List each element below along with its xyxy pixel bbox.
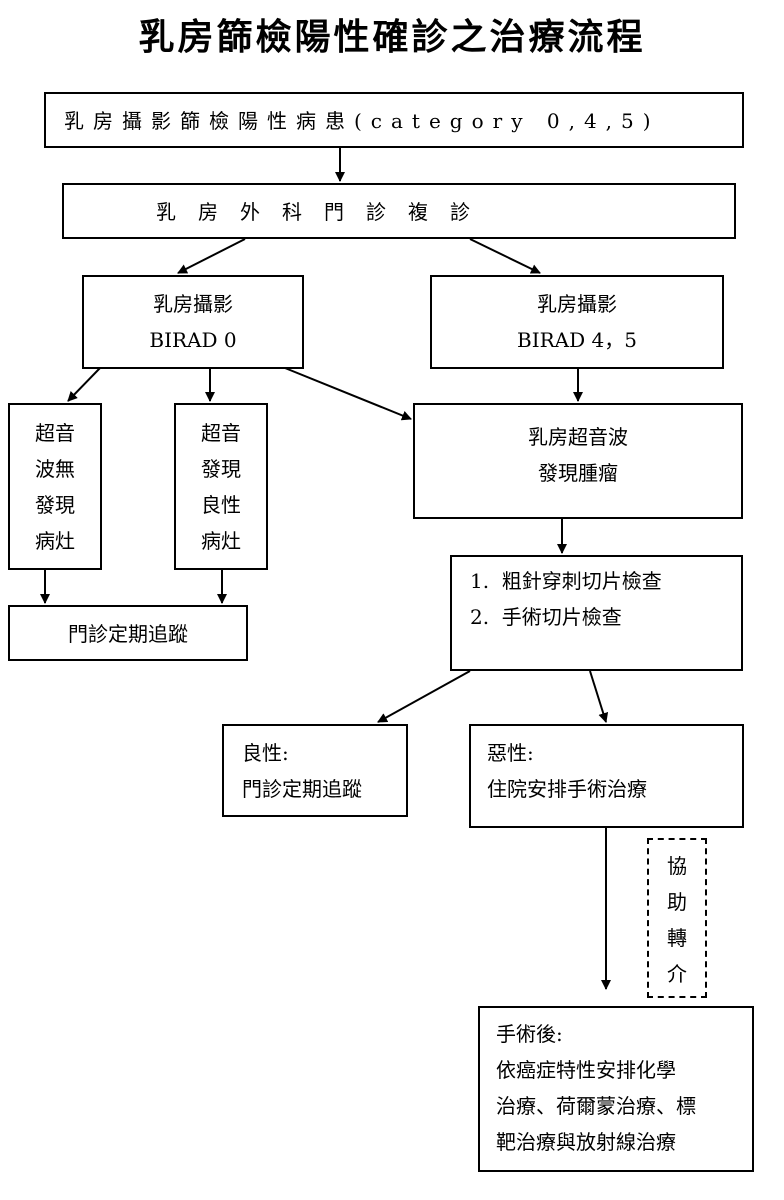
benign-result-box: 良性: 門診定期追蹤 bbox=[222, 724, 408, 817]
us-benign-line: 病灶 bbox=[201, 529, 241, 553]
arrow-biopsy-to-malignant bbox=[589, 670, 609, 723]
malignant-result-box: 惡性: 住院安排手術治療 bbox=[469, 724, 744, 828]
post-surgery-text: 依癌症特性安排化學 bbox=[496, 1058, 676, 1082]
us-tumor-line1: 乳房超音波 bbox=[528, 425, 628, 449]
arrow-biopsy-to-benign bbox=[377, 670, 471, 723]
referral-char: 轉 bbox=[667, 926, 687, 950]
referral-char: 助 bbox=[667, 890, 687, 914]
page-title: 乳房篩檢陽性確診之治療流程 bbox=[138, 17, 646, 58]
birad0-line2: BIRAD 0 bbox=[149, 328, 237, 352]
post-surgery-text: 靶治療與放射線治療 bbox=[496, 1130, 676, 1154]
arrow-birad0-to-no-lesion bbox=[67, 367, 101, 402]
biopsy-item-1: 1. 粗針穿刺切片檢查 bbox=[470, 569, 662, 593]
us-no-lesion-box: 超音 波無 發現 病灶 bbox=[8, 403, 102, 570]
us-no-lesion-line: 發現 bbox=[35, 493, 75, 517]
referral-char: 協 bbox=[667, 854, 687, 878]
us-benign-line: 超音 bbox=[201, 421, 241, 445]
positive-patient-box: 乳房攝影篩檢陽性病患(category 0,4,5) bbox=[44, 92, 744, 148]
followup-label: 門診定期追蹤 bbox=[68, 622, 188, 646]
post-surgery-heading: 手術後: bbox=[496, 1022, 563, 1046]
surgery-clinic-box: 乳房外科門診複診 bbox=[62, 183, 736, 239]
arrow-birad0-to-us-tumor bbox=[284, 367, 412, 421]
us-no-lesion-line: 波無 bbox=[35, 457, 75, 481]
us-no-lesion-line: 超音 bbox=[35, 421, 75, 445]
biopsy-box: 1. 粗針穿刺切片檢查 2. 手術切片檢查 bbox=[450, 555, 743, 671]
malignant-result-text: 住院安排手術治療 bbox=[487, 777, 647, 801]
surgery-clinic-label: 乳房外科門診複診 bbox=[156, 200, 492, 224]
us-benign-line: 發現 bbox=[201, 457, 241, 481]
birad0-box: 乳房攝影 BIRAD 0 bbox=[82, 275, 304, 369]
referral-char: 介 bbox=[667, 962, 687, 986]
birad45-box: 乳房攝影 BIRAD 4，5 bbox=[430, 275, 724, 369]
arrow-clinic-to-birad0 bbox=[177, 238, 246, 274]
benign-result-heading: 良性: bbox=[242, 741, 289, 765]
us-benign-line: 良性 bbox=[201, 493, 241, 517]
positive-patient-label: 乳房攝影篩檢陽性病患(category 0,4,5) bbox=[64, 109, 660, 133]
followup-box: 門診定期追蹤 bbox=[8, 605, 248, 661]
malignant-result-heading: 惡性: bbox=[487, 741, 534, 765]
biopsy-item-2: 2. 手術切片檢查 bbox=[470, 605, 622, 629]
us-tumor-box: 乳房超音波 發現腫瘤 bbox=[413, 403, 743, 519]
post-surgery-text: 治療、荷爾蒙治療、標 bbox=[496, 1094, 696, 1118]
us-tumor-line2: 發現腫瘤 bbox=[538, 461, 618, 485]
arrow-clinic-to-birad45 bbox=[469, 238, 541, 274]
us-benign-box: 超音 發現 良性 病灶 bbox=[174, 403, 268, 570]
birad0-line1: 乳房攝影 bbox=[153, 292, 233, 316]
benign-result-text: 門診定期追蹤 bbox=[242, 777, 362, 801]
referral-box: 協 助 轉 介 bbox=[647, 838, 707, 998]
birad45-line2: BIRAD 4，5 bbox=[517, 328, 637, 352]
post-surgery-box: 手術後: 依癌症特性安排化學 治療、荷爾蒙治療、標 靶治療與放射線治療 bbox=[478, 1006, 754, 1172]
us-no-lesion-line: 病灶 bbox=[35, 529, 75, 553]
birad45-line1: 乳房攝影 bbox=[537, 292, 617, 316]
